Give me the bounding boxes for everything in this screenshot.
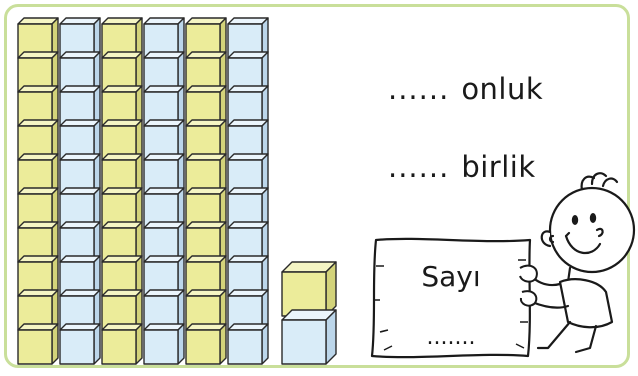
child-character <box>524 173 634 352</box>
birlik-blank: ...... <box>388 150 449 184</box>
tens-rod <box>144 18 184 364</box>
birlik-line: ...... birlik <box>388 150 536 184</box>
onluk-blank: ...... <box>388 72 449 106</box>
rod-unit-cube <box>18 324 58 364</box>
number-sign: Sayı ....... <box>372 239 537 357</box>
leg <box>576 326 596 352</box>
ones-cubes-group <box>282 262 336 364</box>
onluk-word: onluk <box>461 72 543 106</box>
eye <box>572 215 578 225</box>
hair-strand <box>603 179 617 186</box>
ones-cube <box>282 310 336 364</box>
birlik-word: birlik <box>461 150 535 184</box>
arm <box>532 302 568 308</box>
sign-blank: ....... <box>427 325 476 350</box>
eye <box>590 213 596 223</box>
rod-unit-cube <box>228 324 268 364</box>
rod-unit-cube <box>102 324 142 364</box>
tens-rod <box>186 18 226 364</box>
tens-rod <box>102 18 142 364</box>
sign-title: Sayı <box>421 260 480 293</box>
head <box>550 188 634 272</box>
onluk-line: ...... onluk <box>388 72 543 106</box>
leg <box>538 322 570 348</box>
ones-cube <box>282 262 336 316</box>
tens-rod <box>228 18 268 364</box>
hand <box>521 291 536 306</box>
tens-rod <box>60 18 100 364</box>
tens-rod <box>18 18 58 364</box>
rod-unit-cube <box>60 324 100 364</box>
shirt <box>560 279 612 327</box>
rod-unit-cube <box>144 324 184 364</box>
hand <box>520 266 537 282</box>
tens-rods-group <box>18 18 268 364</box>
ear <box>542 231 550 246</box>
rod-unit-cube <box>186 324 226 364</box>
